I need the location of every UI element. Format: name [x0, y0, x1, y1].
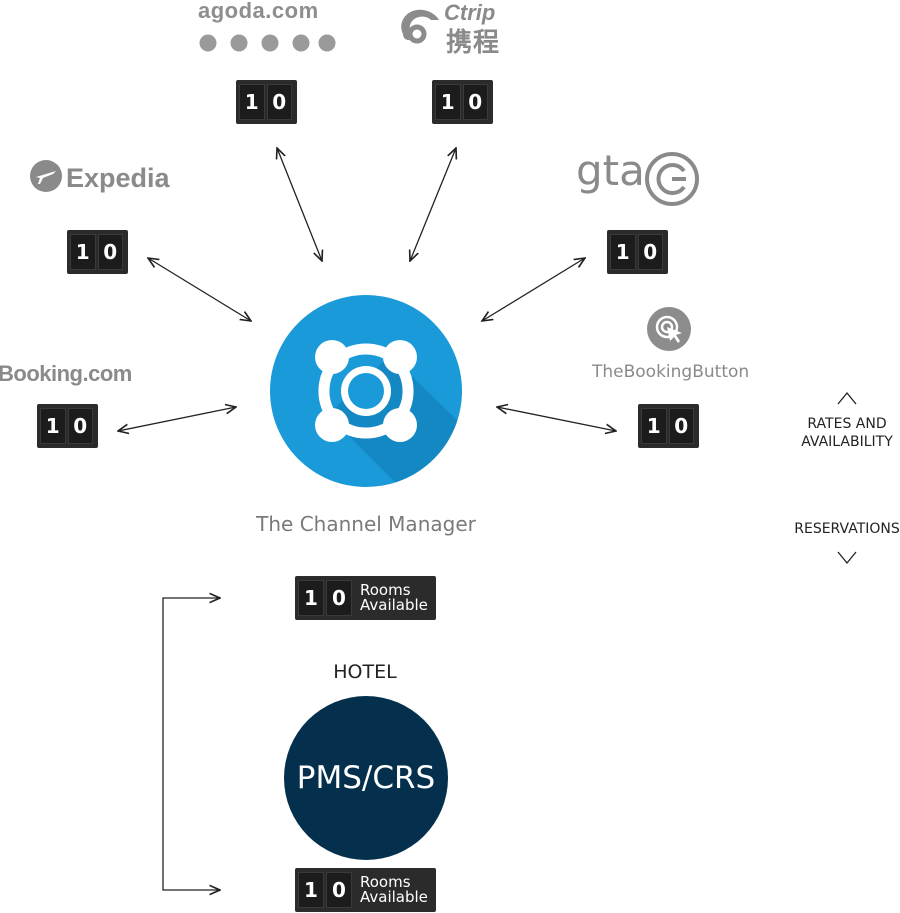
ctrip-logo: Ctrip	[444, 0, 496, 25]
chevron-down-icon	[837, 551, 857, 565]
booking-counter: 1 0	[37, 404, 98, 448]
cursor-click-icon	[646, 306, 692, 352]
hotel-title: HOTEL	[333, 661, 397, 683]
gta-circle-icon	[644, 151, 700, 207]
expedia-counter: 1 0	[67, 230, 128, 274]
arrow-hotel-loop	[162, 598, 220, 890]
arrow-bookingbutton	[497, 407, 616, 431]
arrow-ctrip	[410, 148, 456, 261]
expedia-logo: Expedia	[66, 163, 170, 193]
arrow-booking	[118, 407, 236, 431]
legend-rates-availability: RATES AND AVAILABILITY	[801, 416, 893, 450]
agoda-dots	[199, 34, 339, 52]
pms-crs-label: PMS/CRS	[296, 760, 436, 796]
hotel-bottom-counter: 1 0 Rooms Available	[295, 868, 436, 912]
expedia-plane-icon	[29, 159, 63, 193]
gta-counter: 1 0	[607, 230, 668, 274]
bookingbutton-logo: TheBookingButton	[592, 362, 750, 382]
booking-logo: Booking.com	[0, 361, 132, 386]
legend-reservations: RESERVATIONS	[794, 521, 900, 537]
chevron-up-icon	[837, 391, 857, 405]
arrow-expedia	[148, 258, 251, 321]
agoda-logo: agoda.com	[198, 0, 319, 23]
pms-crs-circle: PMS/CRS	[284, 696, 448, 860]
hub-label: The Channel Manager	[256, 512, 476, 536]
ctrip-counter: 1 0	[432, 80, 493, 124]
bookingbutton-counter: 1 0	[638, 404, 699, 448]
hotel-top-counter: 1 0 Rooms Available	[295, 576, 436, 620]
channel-manager-hub	[270, 295, 462, 487]
ctrip-dolphin-icon	[395, 4, 441, 50]
gta-logo: gta	[576, 146, 645, 195]
agoda-counter: 1 0	[236, 80, 297, 124]
arrow-agoda	[277, 148, 322, 261]
arrow-gta	[482, 258, 585, 321]
ctrip-logo-cn: 携程	[446, 28, 501, 58]
